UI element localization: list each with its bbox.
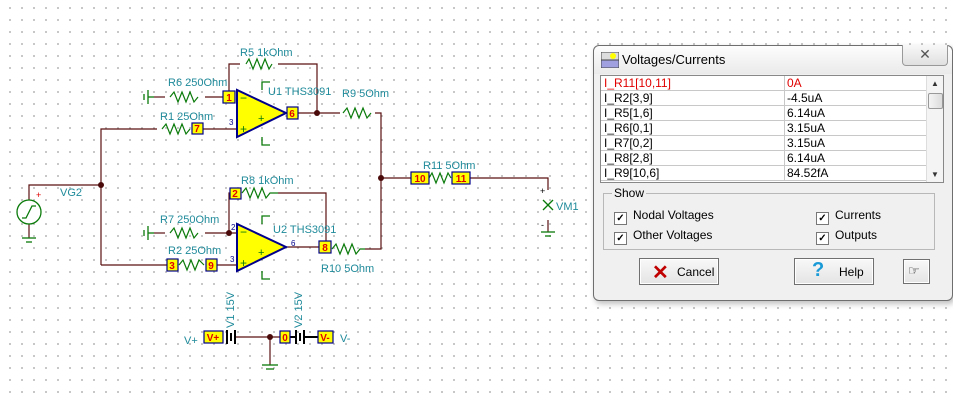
help-button[interactable]: ? Help [794, 258, 874, 285]
resistor-r5 [245, 57, 273, 71]
list-item[interactable]: I_R8[2,8]6.14uA [601, 151, 927, 166]
resistor-r6 [169, 90, 199, 104]
outputs-checkbox[interactable]: ✓Outputs [816, 228, 877, 245]
svg-text:3: 3 [229, 118, 234, 127]
svg-text:6: 6 [291, 239, 296, 248]
v2-label: V2 15V [293, 291, 305, 328]
svg-text:1: 1 [226, 93, 232, 104]
resistor-r1 [161, 122, 191, 136]
cancel-button[interactable]: ✕ Cancel [639, 258, 719, 285]
scroll-up-icon[interactable]: ▲ [931, 79, 939, 88]
resistor-r10 [331, 242, 365, 256]
pointer-button[interactable]: ☞ [903, 259, 930, 284]
nodal-voltages-checkbox[interactable]: ✓Nodal Voltages [614, 208, 714, 225]
svg-text:+: + [240, 122, 247, 136]
grounds [22, 90, 555, 370]
dialog-title: Voltages/Currents [622, 52, 726, 67]
svg-text:+: + [258, 247, 264, 259]
r8-label: R8 1kOhm [241, 175, 294, 187]
junctions [98, 110, 384, 340]
svg-text:2: 2 [231, 223, 236, 232]
currents-checkbox[interactable]: ✓Currents [816, 208, 881, 225]
r1-label: R1 25Ohm [160, 111, 213, 123]
other-voltages-checkbox[interactable]: ✓Other Voltages [614, 228, 712, 245]
pointing-hand-icon: ☞ [908, 263, 920, 278]
resistor-r7 [169, 226, 199, 240]
vplus-label: V+ [184, 335, 198, 347]
x-icon: ✕ [652, 262, 669, 284]
svg-text:0: 0 [282, 333, 288, 344]
opamp-u2[interactable]: −+ + U2 THS3091 2 3 6 [230, 215, 336, 280]
list-item[interactable]: I_R9[10,6]84.52fA [601, 166, 927, 181]
svg-text:+: + [258, 113, 264, 125]
resistor-r11 [428, 171, 452, 185]
r10-label: R10 5Ohm [321, 263, 374, 275]
svg-text:6: 6 [289, 109, 295, 120]
svg-text:+: + [36, 190, 41, 200]
vminus-label: V- [340, 333, 351, 345]
voltmeter-vm1[interactable]: +- [540, 186, 554, 230]
svg-text:+: + [240, 256, 247, 270]
close-button[interactable]: ✕ [902, 45, 948, 66]
resistor-r8 [241, 186, 278, 200]
resistors [161, 57, 452, 272]
list-scrollbar[interactable]: ▲ ▼ [926, 76, 943, 182]
svg-text:+: + [540, 186, 545, 196]
question-icon: ? [812, 259, 825, 281]
scroll-down-icon[interactable]: ▼ [931, 170, 939, 179]
r7-label: R7 250Ohm [160, 214, 219, 226]
svg-text:−: − [240, 225, 247, 239]
svg-text:-: - [541, 220, 544, 230]
resistor-r2 [178, 258, 205, 272]
signal-generator-vg2[interactable]: + [16, 190, 42, 225]
list-item[interactable]: I_R2[3,9]-4.5uA [601, 91, 927, 106]
v1-label: V1 15V [225, 291, 237, 328]
svg-text:8: 8 [322, 243, 328, 254]
show-group: Show ✓Nodal Voltages ✓Other Voltages ✓Cu… [603, 186, 935, 250]
r11-label: R11 5Ohm [423, 160, 475, 172]
list-item[interactable]: I_R11[10,11]0A [601, 76, 927, 91]
svg-text:3: 3 [169, 261, 175, 272]
svg-text:7: 7 [194, 124, 200, 135]
batteries [226, 330, 318, 344]
component-labels: R5 1kOhm R6 250Ohm R1 25Ohm R9 5Ohm R11 … [60, 47, 579, 347]
r9-label: R9 5Ohm [342, 88, 389, 100]
list-item[interactable]: I_R7[0,2]3.15uA [601, 136, 927, 151]
svg-text:−: − [240, 91, 247, 105]
title-bar[interactable]: Voltages/Currents ✕ [594, 45, 952, 74]
meter-app-icon [601, 52, 619, 68]
svg-text:11: 11 [456, 174, 467, 185]
list-item[interactable]: I_R5[1,6]6.14uA [601, 106, 927, 121]
svg-text:3: 3 [230, 255, 235, 264]
resistor-r9 [342, 106, 372, 120]
r6-label: R6 250Ohm [168, 77, 227, 89]
r2-label: R2 25Ohm [168, 245, 221, 257]
svg-text:10: 10 [414, 174, 426, 185]
vg2-label: VG2 [60, 187, 82, 199]
node-markers: 1 7 6 10 11 2 3 9 8 0 V+ V- [166, 90, 471, 344]
u1-label: U1 THS3091 [268, 86, 331, 98]
svg-text:V-: V- [320, 333, 329, 344]
scroll-thumb[interactable] [928, 93, 943, 109]
vm1-label: VM1 [556, 201, 579, 213]
list-item[interactable]: I_R6[0,1]3.15uA [601, 121, 927, 136]
show-group-label: Show [612, 186, 647, 200]
r5-label: R5 1kOhm [240, 47, 293, 59]
voltages-currents-dialog: Voltages/Currents ✕ I_R11[10,11]0A I_R2[… [593, 45, 953, 301]
opamp-u1[interactable]: −+ + U1 THS3091 3 [229, 81, 331, 146]
u2-label: U2 THS3091 [273, 224, 336, 236]
svg-text:2: 2 [232, 189, 238, 200]
svg-text:9: 9 [208, 261, 214, 272]
svg-text:V+: V+ [207, 333, 220, 344]
results-list[interactable]: I_R11[10,11]0A I_R2[3,9]-4.5uA I_R5[1,6]… [600, 75, 944, 183]
